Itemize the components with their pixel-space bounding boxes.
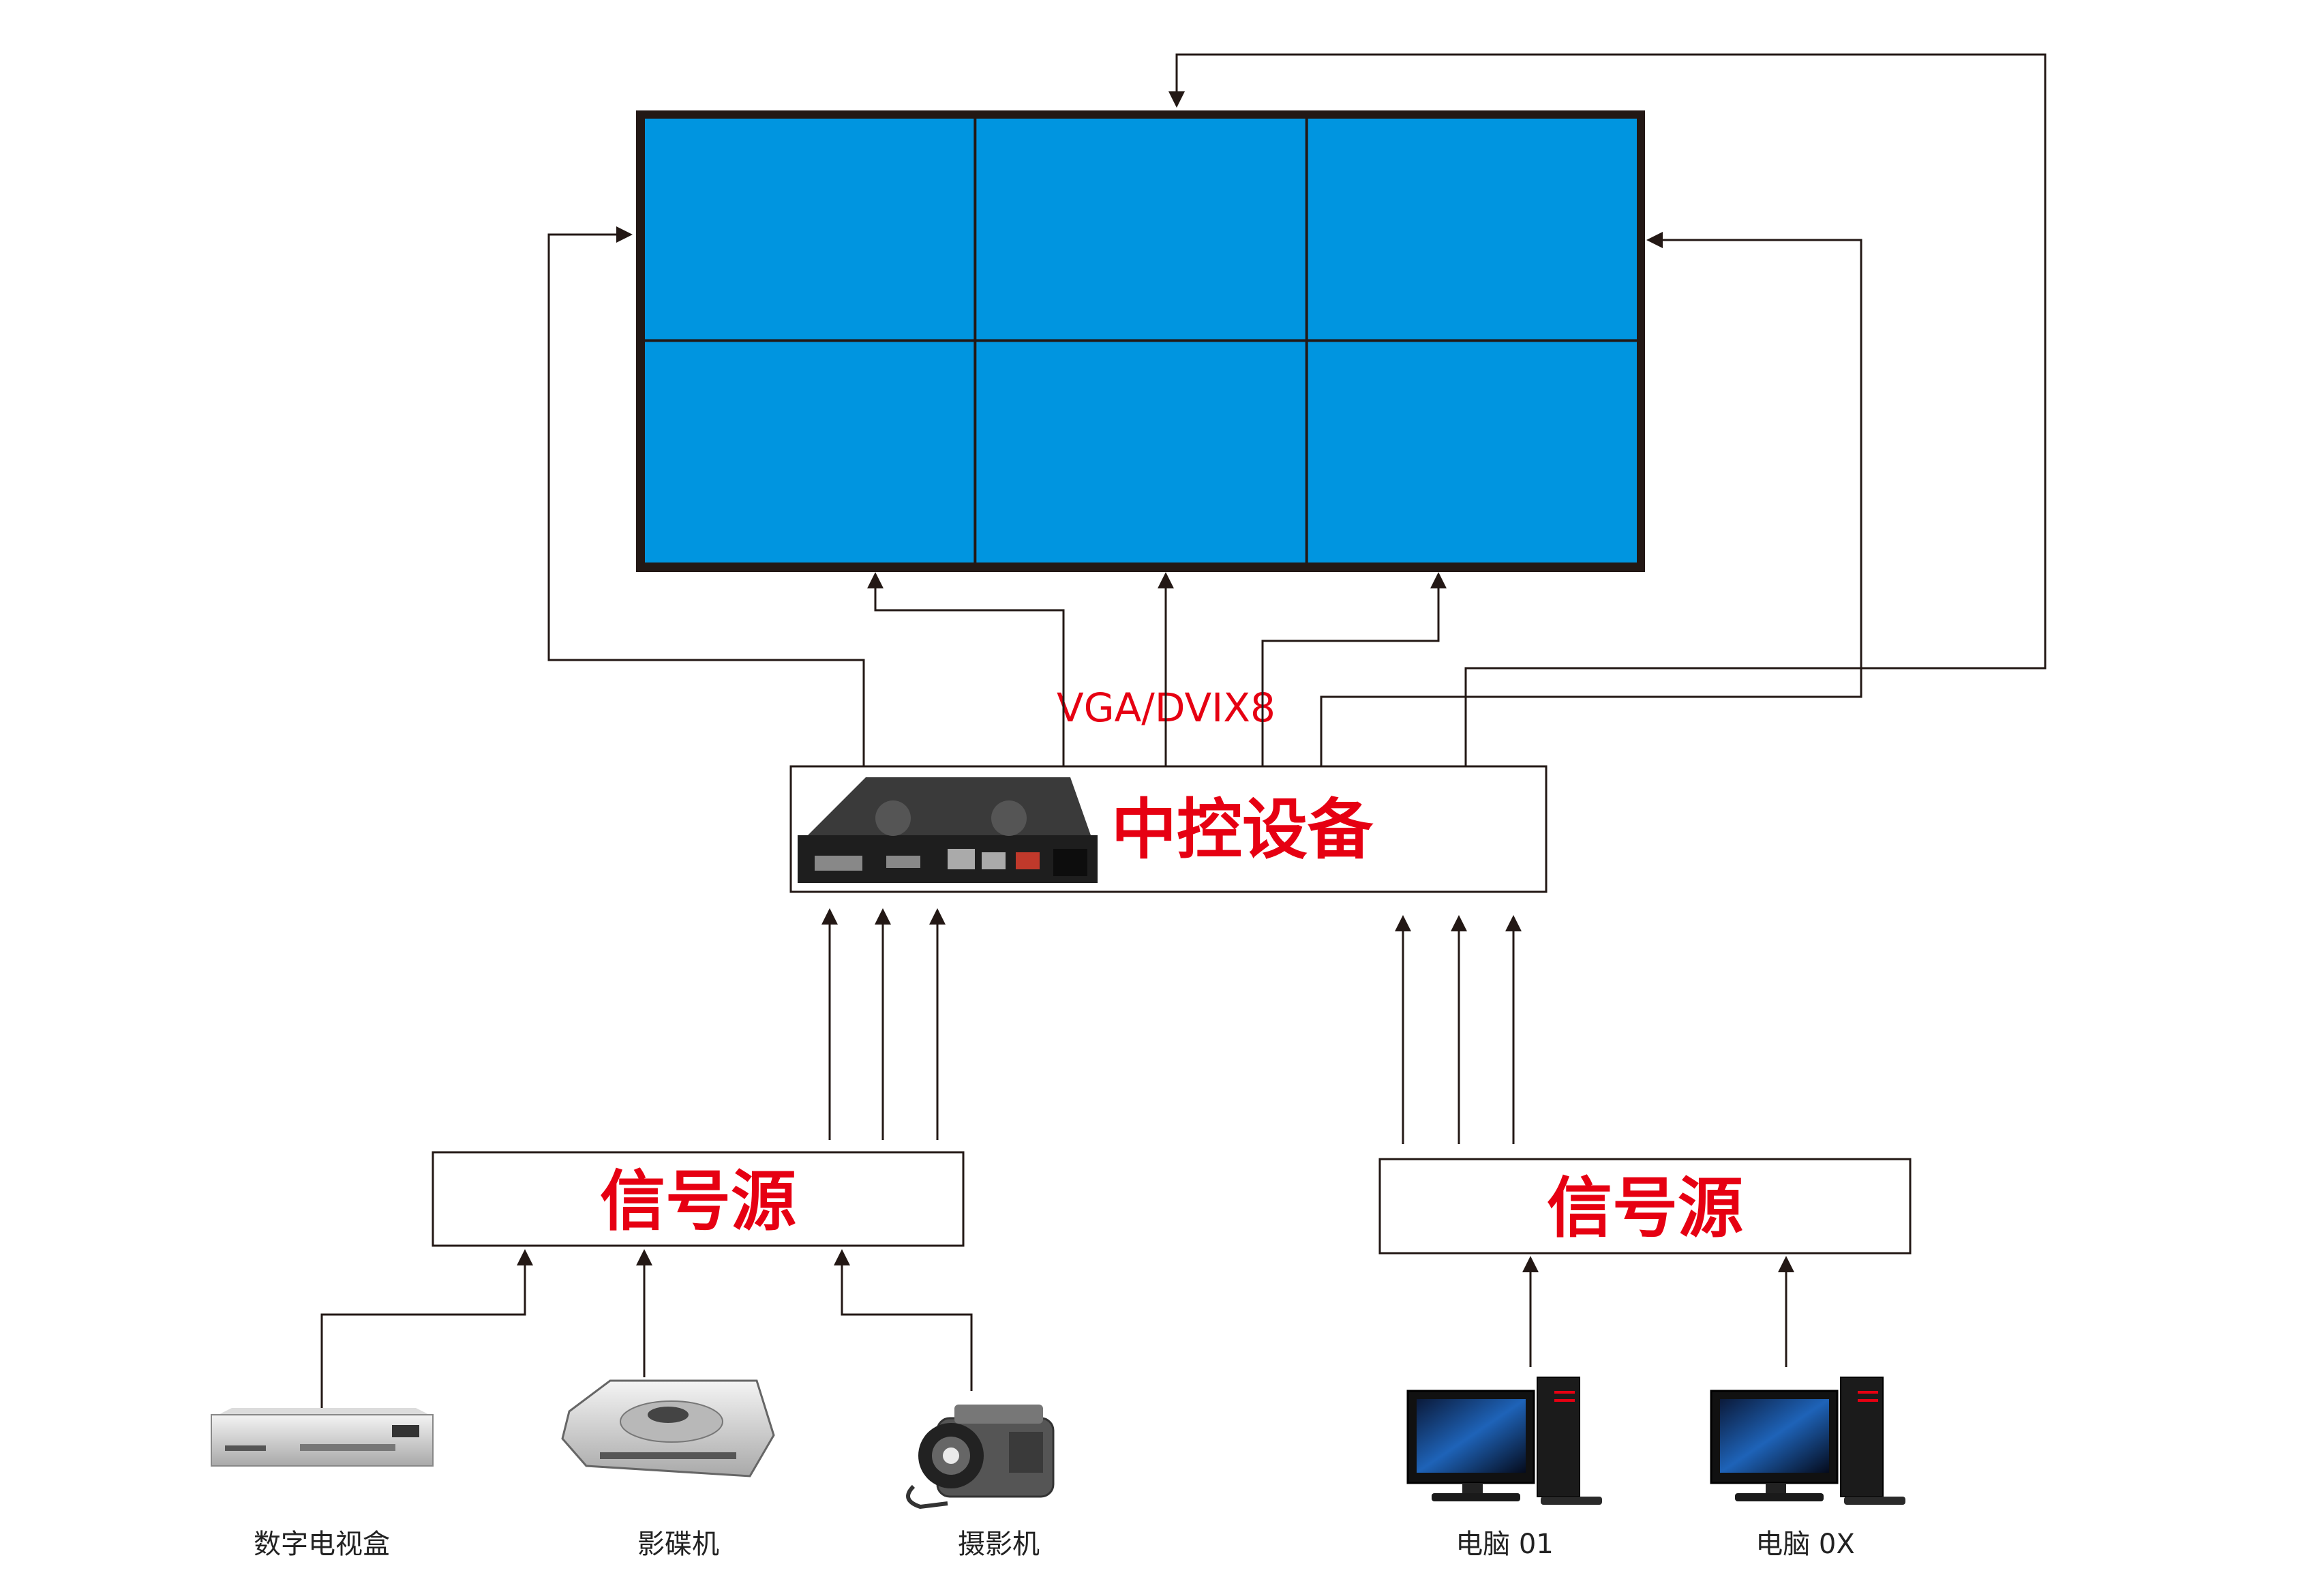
controller-unit: 中控设备 VGA/DVIX8 [789, 685, 1548, 893]
video-wall-panel [976, 342, 1306, 562]
link-set-top-box [320, 1249, 533, 1411]
device-label-computer-01: 电脑 01 [1455, 1529, 1554, 1560]
link-left-wall [547, 226, 865, 766]
signal-source-label: 信号源 [1547, 1170, 1743, 1246]
video-wall-panel [976, 119, 1306, 340]
link-top-wall [1168, 53, 2047, 766]
controller-outputs [547, 53, 2047, 766]
source-inputs [821, 908, 1522, 1144]
video-wall-panel [1308, 342, 1637, 562]
video-wall-screens [645, 119, 1637, 562]
camcorder-icon [906, 1405, 1055, 1510]
device-label-set-top-box: 数字电视盒 [254, 1529, 390, 1560]
desktop-computer-icon [1710, 1377, 1905, 1505]
video-wall-panel [645, 342, 974, 562]
link-camcorder [834, 1249, 973, 1391]
signal-source-left: 信号源 [432, 1151, 965, 1247]
signal-source-box [432, 1151, 965, 1247]
set-top-box-icon [211, 1408, 434, 1467]
device-label-camcorder: 摄影机 [958, 1529, 1040, 1560]
device-links [320, 1249, 1794, 1411]
device-label-computer-0x: 电脑 0X [1755, 1529, 1855, 1560]
signal-source-right: 信号源 [1378, 1158, 1912, 1255]
signal-source-box [1378, 1158, 1912, 1255]
device-label-dvd-player: 影碟机 [637, 1529, 719, 1560]
link-right-wall [1320, 232, 1862, 766]
controller-label: 中控设备 [1111, 792, 1374, 868]
device-labels: 数字电视盒 影碟机 摄影机 电脑 01 电脑 0X [254, 1529, 1855, 1560]
video-wall [636, 110, 1645, 572]
link-bottom-left-panel [867, 572, 1065, 766]
link-bottom-right-panel [1261, 572, 1447, 766]
dvd-player-icon [561, 1379, 775, 1478]
video-wall-panel [645, 119, 974, 340]
signal-source-label: 信号源 [600, 1163, 796, 1240]
controller-box-icon [798, 777, 1098, 883]
video-wall-panel [1308, 119, 1637, 340]
desktop-computer-icon [1406, 1377, 1602, 1505]
